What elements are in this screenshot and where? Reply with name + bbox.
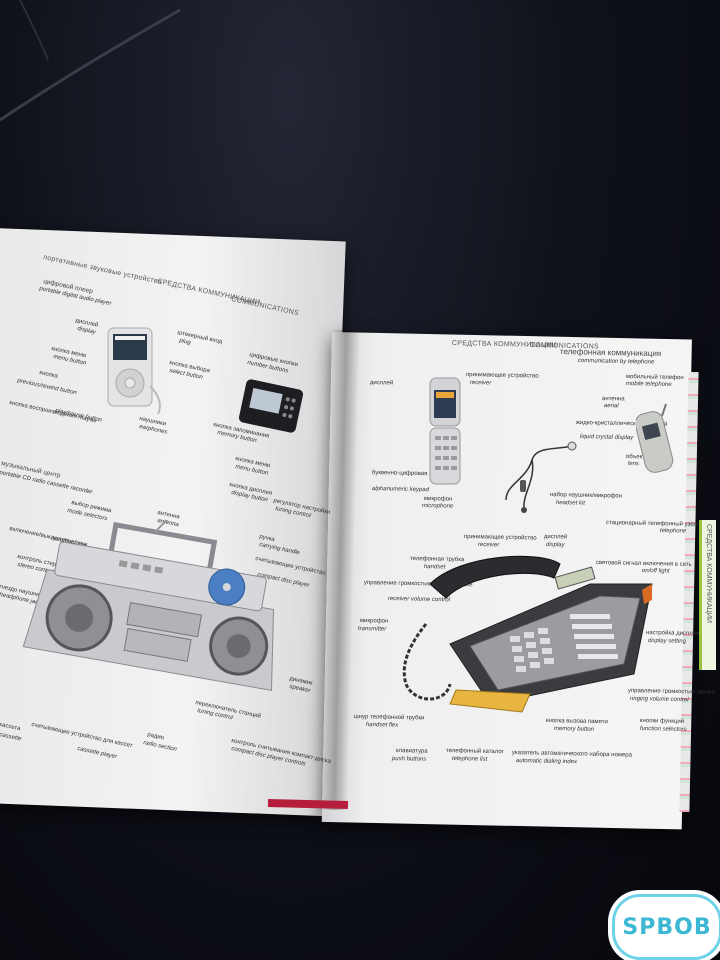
transmitter-en: transmitter xyxy=(357,626,387,633)
side-tab-label: СРЕДСТВА КОММУНИКАЦИИ xyxy=(705,524,712,623)
stationary-en: telephone xyxy=(659,528,687,535)
mobile-receiver-en: receiver xyxy=(469,380,492,387)
closed-mobile-illustration xyxy=(636,403,674,473)
desk-telephone-illustration xyxy=(402,555,653,713)
boombox-illustration xyxy=(22,520,275,692)
mobile-display-ru: дисплей xyxy=(369,380,394,387)
push-en: push buttons xyxy=(391,756,427,763)
receiver-ru: принимающее устройство xyxy=(463,534,537,542)
lcd-en: liquid crystal display xyxy=(579,434,634,442)
flip-phone-illustration xyxy=(429,377,461,485)
transmitter-ru: микрофон xyxy=(359,618,389,625)
autodial-en: automatic dialing index xyxy=(515,758,578,766)
memory-en: memory button xyxy=(553,726,595,733)
mobile-en: mobile telephone xyxy=(625,381,672,388)
spbob-watermark: SPBOB xyxy=(612,894,720,960)
push-ru: клавиатура xyxy=(395,748,428,755)
radio-receiver-illustration xyxy=(238,379,304,433)
keypad-en: alphanumeric keypad xyxy=(371,486,430,494)
display-ru: дисплей xyxy=(543,534,568,541)
mobile-mic-en: microphone xyxy=(421,503,454,510)
right-section-ru: телефонная коммуникация xyxy=(559,347,662,359)
cord-en: handset flex xyxy=(365,722,399,729)
telelist-ru: телефонный каталог xyxy=(445,748,504,756)
ipod-illustration xyxy=(107,327,161,415)
antenna-en: aerial xyxy=(603,403,619,410)
watermark-text: SPBOB xyxy=(622,914,712,940)
function-en: function selectors xyxy=(639,726,687,733)
headset-kit-illustration xyxy=(505,441,577,513)
telelist-en: telephone list xyxy=(451,756,488,763)
section-side-tab: СРЕДСТВА КОММУНИКАЦИИ xyxy=(699,520,716,670)
